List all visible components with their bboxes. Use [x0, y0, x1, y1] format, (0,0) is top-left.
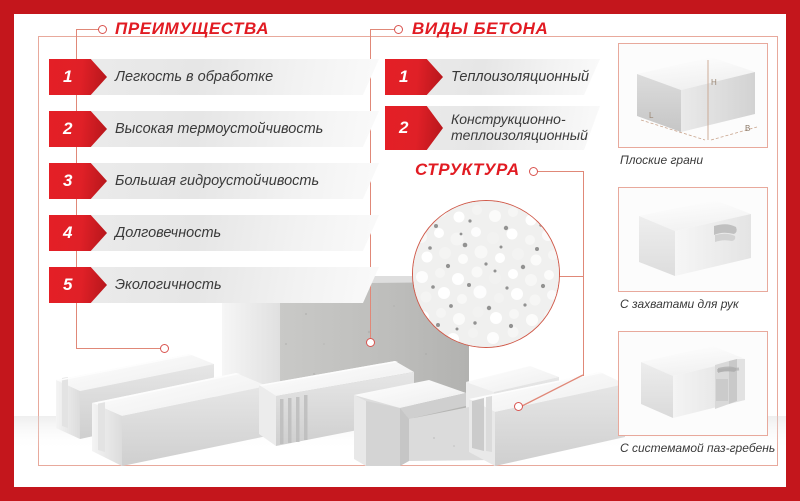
- advantage-row-2[interactable]: 2 Высокая термоустойчивость: [49, 111, 379, 147]
- connector-types-top: [370, 29, 398, 31]
- svg-text:B: B: [745, 124, 750, 133]
- white-canvas: ПРЕИМУЩЕСТВА 1 Легкость в обработке 2 Вы…: [14, 14, 786, 487]
- connector-dot-structure-title: [529, 167, 538, 176]
- connector-advantages-top: [76, 29, 102, 31]
- block-flat-faces-illustration: H L B: [619, 44, 767, 147]
- block-panel-1[interactable]: H L B Плоские грани: [618, 43, 768, 167]
- svg-text:L: L: [649, 111, 654, 120]
- section-title-concrete-types: ВИДЫ БЕТОНА: [412, 19, 549, 38]
- advantage-row-4-label: Долговечность: [115, 224, 222, 241]
- connector-structure-vertical: [583, 171, 585, 376]
- block-panel-3-caption: С системамой паз-гребень: [620, 441, 776, 455]
- advantage-row-2-label: Высокая термоустойчивость: [115, 120, 324, 137]
- advantage-row-4[interactable]: 4 Долговечность: [49, 215, 379, 251]
- connector-types-vertical: [370, 29, 372, 340]
- connector-advantages-bottom: [76, 348, 164, 350]
- concrete-type-row-2-label: Конструкционно- теплоизоляционный: [451, 111, 588, 143]
- section-title-structure: СТРУКТУРА: [415, 160, 520, 179]
- advantage-row-3-label: Большая гидроустойчивость: [115, 172, 320, 189]
- connector-structure-top: [537, 171, 584, 173]
- block-panel-1-frame: H L B: [618, 43, 768, 148]
- block-panel-1-caption: Плоские грани: [620, 153, 704, 167]
- svg-text:H: H: [711, 78, 717, 87]
- block-panel-2-frame: [618, 187, 768, 292]
- advantage-row-1-label: Легкость в обработке: [115, 68, 274, 85]
- section-title-advantages: ПРЕИМУЩЕСТВА: [115, 19, 270, 38]
- connector-dot-types-block: [366, 338, 375, 347]
- advantage-row-5[interactable]: 5 Экологичность: [49, 267, 379, 303]
- block-hand-grips-illustration: [619, 188, 767, 291]
- block-panel-2[interactable]: С захватами для рук: [618, 187, 768, 311]
- block-panel-3[interactable]: С системамой паз-гребень: [618, 331, 775, 455]
- concrete-type-row-1[interactable]: 1 Теплоизоляционный: [385, 59, 600, 95]
- connector-dot-structure-block: [514, 402, 523, 411]
- advantage-row-1[interactable]: 1 Легкость в обработке: [49, 59, 379, 95]
- block-panel-2-caption: С захватами для рук: [620, 297, 739, 311]
- structure-pore-texture: [413, 201, 559, 347]
- advantage-row-3[interactable]: 3 Большая гидроустойчивость: [49, 163, 379, 199]
- structure-magnifier-circle: [412, 200, 560, 348]
- connector-dot-advantages-block: [160, 344, 169, 353]
- block-tongue-groove-illustration: [619, 332, 767, 435]
- advantage-row-5-label: Экологичность: [115, 276, 222, 293]
- block-panel-3-frame: [618, 331, 768, 436]
- concrete-type-row-2[interactable]: 2 Конструкционно- теплоизоляционный: [385, 106, 600, 150]
- connector-dot-types-title: [394, 25, 403, 34]
- connector-dot-advantages-title: [98, 25, 107, 34]
- concrete-type-row-1-label: Теплоизоляционный: [451, 68, 590, 85]
